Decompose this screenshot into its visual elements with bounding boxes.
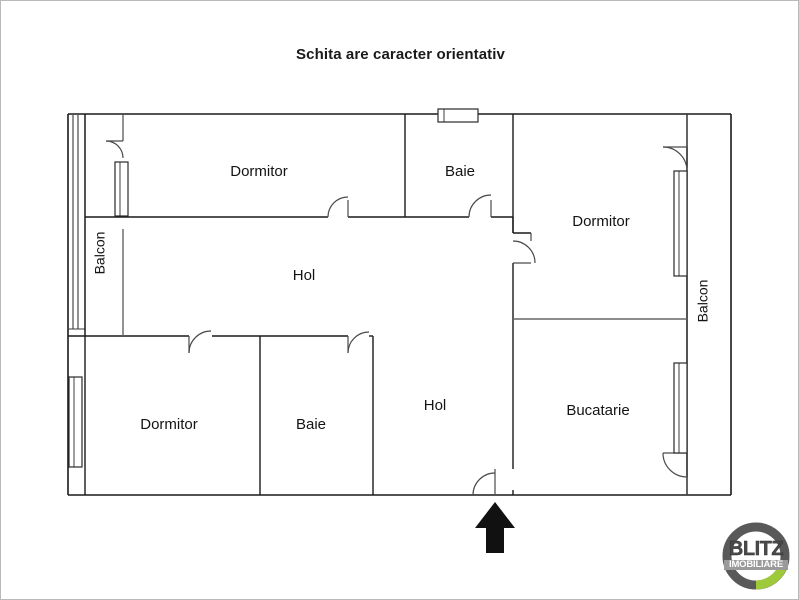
interior-walls-lower bbox=[68, 335, 514, 495]
balcony-walls bbox=[84, 114, 688, 495]
windows bbox=[68, 108, 688, 468]
outer-walls bbox=[67, 113, 732, 496]
room-label-bucatarie: Bucatarie bbox=[566, 402, 629, 419]
logo-brand: BLITZ bbox=[728, 538, 784, 560]
window-dormitor-bottom-left bbox=[68, 376, 83, 468]
blitz-imobiliare-logo: BLITZ IMOBILIARE bbox=[719, 520, 793, 592]
door-openings bbox=[105, 114, 688, 496]
balcony-label-left: Balcon bbox=[92, 232, 108, 275]
logo-subtitle: IMOBILIARE bbox=[724, 560, 788, 570]
room-label-dormitor-bottom: Dormitor bbox=[140, 416, 198, 433]
room-label-baie-bottom: Baie bbox=[296, 416, 326, 433]
window-balcon-left-upper bbox=[114, 161, 129, 217]
room-label-hol-upper: Hol bbox=[293, 267, 316, 284]
window-mullions bbox=[73, 109, 680, 467]
entrance-arrow bbox=[475, 502, 515, 553]
room-label-baie-top: Baie bbox=[445, 163, 475, 180]
window-bucatarie-right bbox=[673, 362, 688, 454]
balcony-label-right: Balcon bbox=[695, 280, 711, 323]
room-label-dormitor-top-left: Dormitor bbox=[230, 163, 288, 180]
room-labels: Dormitor Baie Dormitor Hol Dormitor Baie… bbox=[140, 163, 630, 433]
page-title: Schita are caracter orientativ bbox=[296, 46, 505, 63]
balcony-labels: Balcon Balcon bbox=[92, 232, 711, 323]
balcony-left-outer-detail bbox=[68, 115, 85, 330]
window-baie-top bbox=[437, 108, 479, 123]
window-dormitor-top-right bbox=[673, 170, 688, 277]
logo-wordmark: BLITZ IMOBILIARE bbox=[724, 539, 788, 570]
room-label-dormitor-top-right: Dormitor bbox=[572, 213, 630, 230]
room-label-hol-lower: Hol bbox=[424, 397, 447, 414]
thin-partitions bbox=[122, 229, 687, 336]
